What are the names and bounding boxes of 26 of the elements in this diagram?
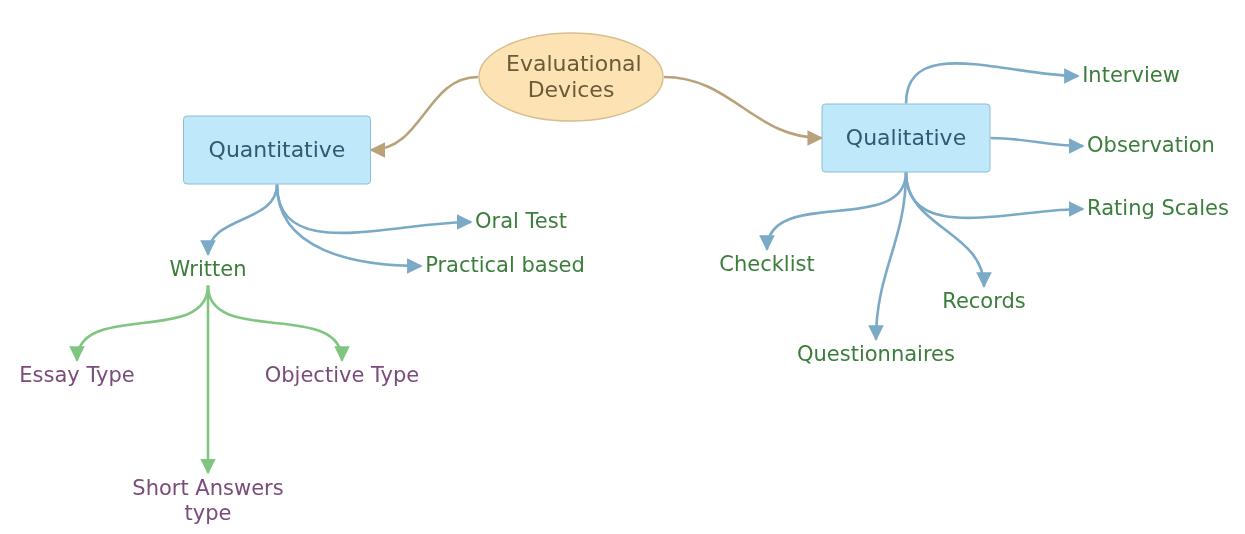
arrow: [275, 184, 423, 274]
node-text: Observation: [1087, 133, 1215, 159]
arrow: [904, 62, 1080, 104]
arrow: [369, 75, 479, 157]
arrow: [762, 172, 908, 251]
node-text: Written: [169, 257, 247, 283]
node-text: Rating Scales: [1087, 196, 1229, 222]
node-text: Oral Test: [475, 209, 567, 235]
node-text: Short Answers type: [131, 475, 285, 527]
box-label: Quantitative: [208, 136, 346, 164]
arrow: [990, 136, 1085, 154]
node-text: Questionnaires: [797, 342, 955, 368]
node-text: Essay Type: [19, 363, 135, 389]
box-label: Qualitative: [845, 124, 967, 152]
process-box: [183, 115, 371, 185]
node-text: Objective Type: [264, 363, 420, 389]
node-text: Interview: [1082, 63, 1180, 89]
arrow: [200, 285, 216, 475]
arrow: [663, 75, 824, 145]
arrow: [904, 172, 991, 288]
node-text: Practical based: [425, 253, 585, 279]
node-text: Checklist: [719, 252, 815, 278]
process-box: [821, 103, 991, 173]
arrow: [202, 184, 279, 256]
arrow: [72, 285, 210, 362]
node-text: Records: [942, 289, 1026, 315]
